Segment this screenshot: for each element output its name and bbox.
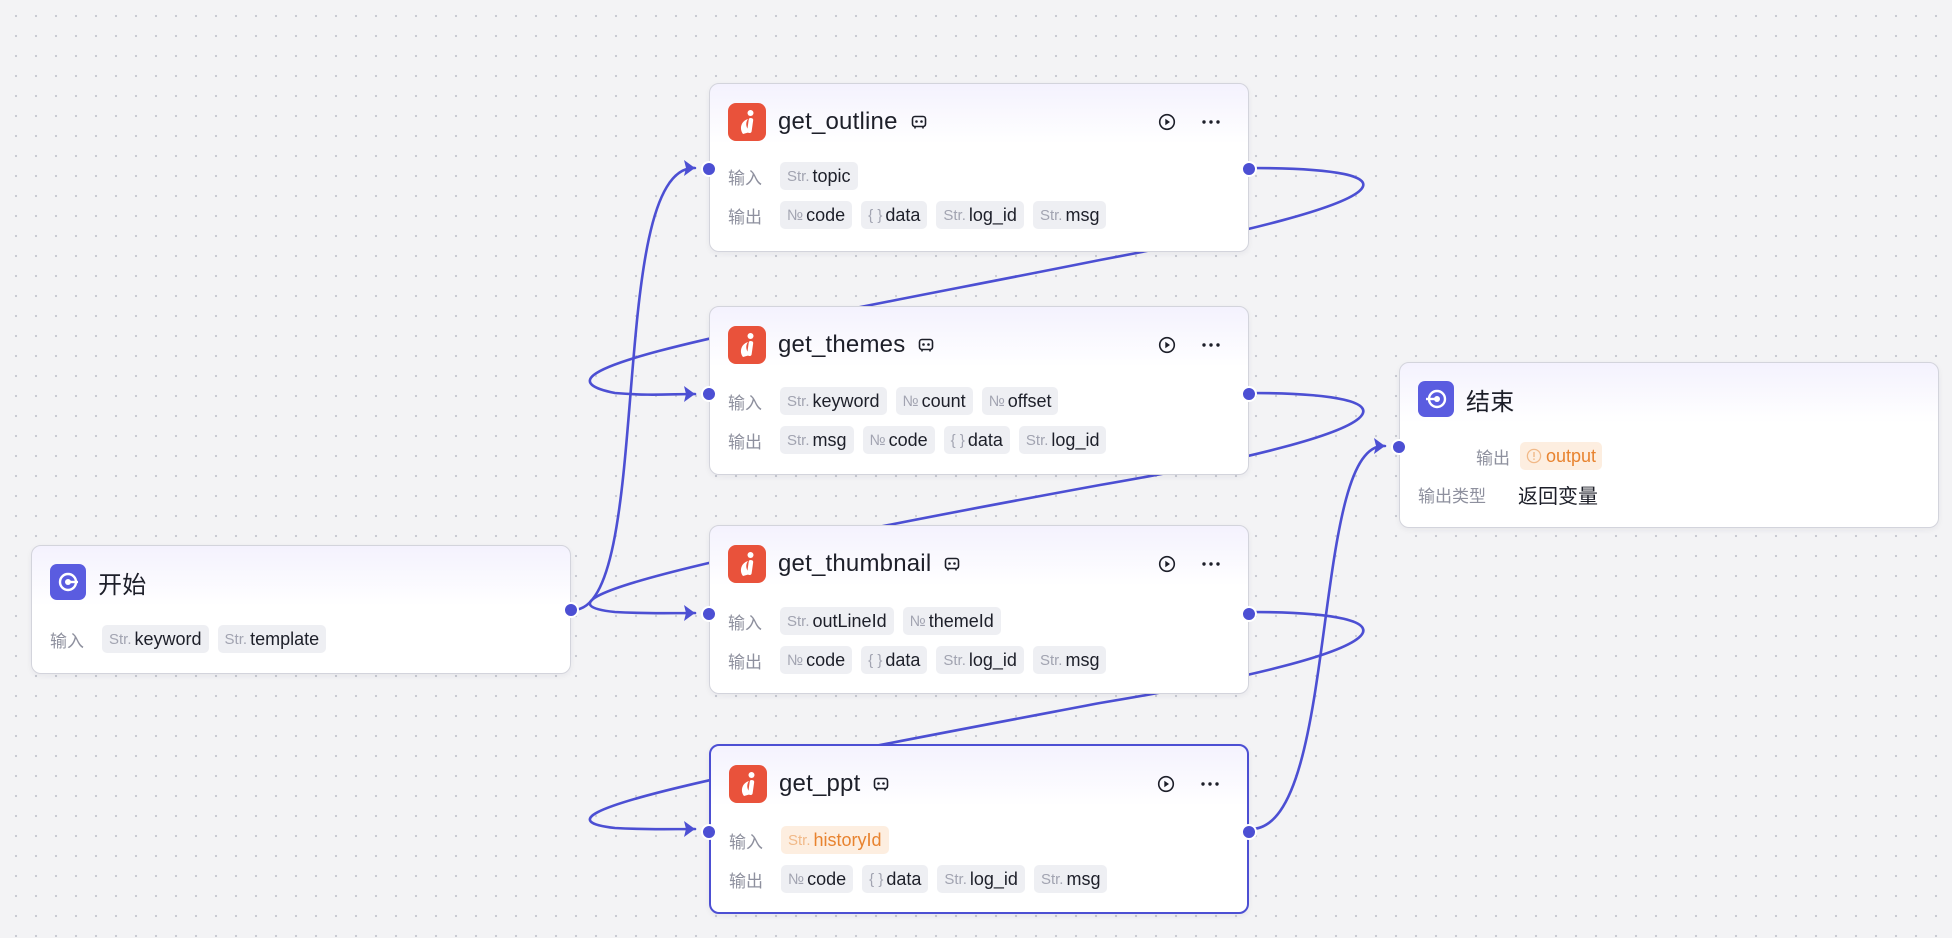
edge-get-ppt-to-end [1249,444,1387,831]
input-port[interactable] [701,606,717,622]
start-node[interactable]: 开始 输入 Str.keyword Str.template [31,545,579,674]
input-row: 输入 Str.keyword Str.template [50,624,335,654]
output-type-value: 返回变量 [1518,485,1598,508]
output-variable: output [1520,442,1603,470]
output-port[interactable] [1241,161,1257,177]
play-circle-icon[interactable] [1156,334,1178,356]
start-node-icon [50,564,86,600]
output-param: Str.log_id [1018,426,1107,454]
end-node[interactable]: 结束 输出 output 输出类型 返回变量 [1391,362,1939,528]
output-param: { }data [861,646,928,674]
output-param: { }data [861,201,928,229]
input-label: 输入 [728,613,762,633]
play-circle-icon[interactable] [1156,553,1178,575]
output-label: 输出 [728,207,762,227]
input-param: Str.keyword [780,387,887,415]
output-port[interactable] [563,602,579,618]
output-param: Str.msg [1032,646,1107,674]
node-title: 开始 [98,571,147,599]
input-param: Str.keyword [102,625,209,653]
output-param: { }data [943,426,1010,454]
output-param: { }data [862,865,929,893]
output-type-label: 输出类型 [1418,486,1486,506]
input-param: Str.template [217,625,327,653]
input-row: 输入 Str.topic [728,161,867,191]
output-param: Str.log_id [936,201,1024,229]
input-label: 输入 [728,168,762,188]
output-port[interactable] [1241,824,1257,840]
output-row: 输出 output [1418,441,1611,471]
warning-circle-icon [1526,448,1542,464]
arrowhead-get-thumbnail [684,605,695,621]
input-port[interactable] [701,386,717,402]
input-port[interactable] [701,161,717,177]
output-param: Str.msg [780,426,854,454]
plugin-logo-icon [728,545,766,583]
more-horizontal-icon[interactable] [1200,111,1222,133]
input-param-warning: Str.historyId [781,826,889,854]
input-label: 输入 [728,393,762,413]
input-label: 输入 [50,631,84,651]
output-param: Str.log_id [936,646,1024,674]
plugin-logo-icon [728,103,766,141]
plugin-logo-icon [729,765,767,803]
input-param: Str.topic [780,162,858,190]
node-title: get_outline [778,108,898,135]
input-label: 输入 [729,832,763,852]
output-type-row: 输出类型 返回变量 [1418,479,1598,509]
output-port[interactable] [1241,606,1257,622]
more-horizontal-icon[interactable] [1200,553,1222,575]
output-param: Str.msg [1033,865,1108,893]
bot-icon [943,555,961,573]
node-title: 结束 [1466,388,1515,416]
more-horizontal-icon[interactable] [1199,773,1221,795]
output-param: Str.msg [1032,201,1107,229]
arrowhead-end [1374,438,1385,454]
input-param: Str.outLineId [780,607,894,635]
output-label: 输出 [728,432,762,452]
input-port[interactable] [701,824,717,840]
output-label: 输出 [1476,448,1510,468]
node-title: get_ppt [779,770,861,797]
output-label: 输出 [729,871,763,891]
output-param: Str.log_id [937,865,1025,893]
bot-icon [872,775,890,793]
play-circle-icon[interactable] [1155,773,1177,795]
arrowhead-get-themes [684,386,695,402]
play-circle-icon[interactable] [1156,111,1178,133]
input-row: 输入 Str.historyId [729,825,898,855]
node-title: get_thumbnail [778,550,932,577]
more-horizontal-icon[interactable] [1200,334,1222,356]
end-node-icon [1418,381,1454,417]
output-port[interactable] [1241,386,1257,402]
bot-icon [917,336,935,354]
arrowhead-get-ppt [684,821,695,837]
output-label: 输出 [728,652,762,672]
arrowhead-get-outline [684,160,695,176]
bot-icon [910,113,928,131]
node-title: get_themes [778,331,906,358]
input-port[interactable] [1391,439,1407,455]
edge-start-to-get-outline [571,166,697,612]
plugin-logo-icon [728,326,766,364]
